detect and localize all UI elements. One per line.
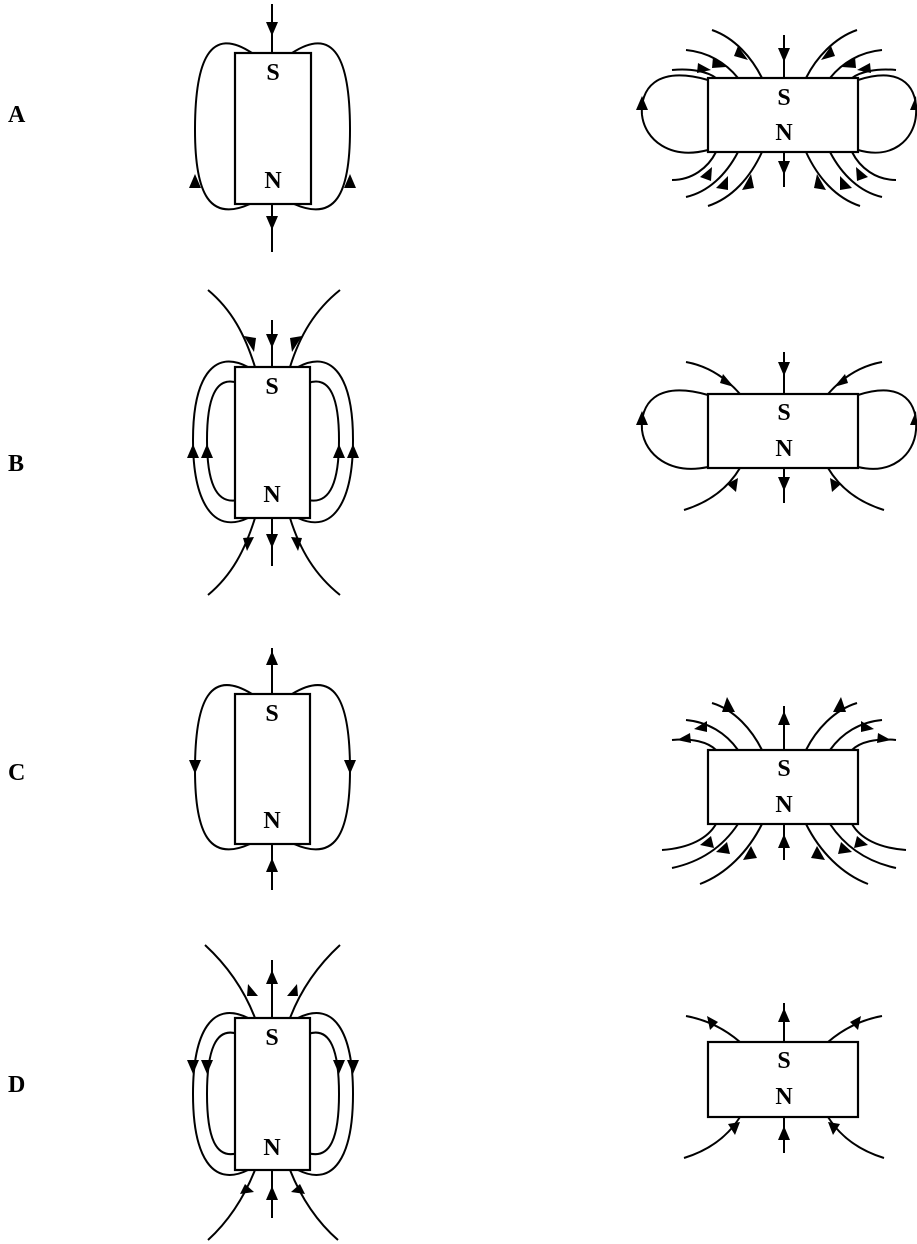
pole-s-label: S <box>265 1025 278 1051</box>
pole-n-label: N <box>263 482 281 508</box>
pole-n-label: N <box>775 436 793 462</box>
option-b-horizontal-magnet: S N <box>636 352 917 510</box>
option-label-d: D <box>8 1072 25 1098</box>
option-d-horizontal-magnet: S N <box>684 1003 884 1158</box>
pole-n-label: N <box>775 120 793 146</box>
option-b-vertical-magnet: S N <box>187 290 359 595</box>
option-d-vertical-magnet: S N <box>187 945 359 1240</box>
pole-n-label: N <box>264 168 282 194</box>
pole-s-label: S <box>777 85 790 111</box>
pole-s-label: S <box>266 60 279 86</box>
pole-n-label: N <box>263 1135 281 1161</box>
option-label-a: A <box>8 102 26 128</box>
option-a-horizontal-magnet: S N <box>636 30 917 206</box>
option-a-vertical-magnet: S N <box>189 4 356 252</box>
option-c-horizontal-magnet: S N <box>662 697 906 884</box>
pole-s-label: S <box>265 701 278 727</box>
option-c-vertical-magnet: S N <box>189 648 356 890</box>
pole-s-label: S <box>265 374 278 400</box>
option-label-c: C <box>8 760 25 786</box>
pole-s-label: S <box>777 400 790 426</box>
pole-s-label: S <box>777 1048 790 1074</box>
pole-n-label: N <box>263 808 281 834</box>
pole-s-label: S <box>777 756 790 782</box>
option-label-b: B <box>8 451 24 477</box>
pole-n-label: N <box>775 792 793 818</box>
pole-n-label: N <box>775 1084 793 1110</box>
